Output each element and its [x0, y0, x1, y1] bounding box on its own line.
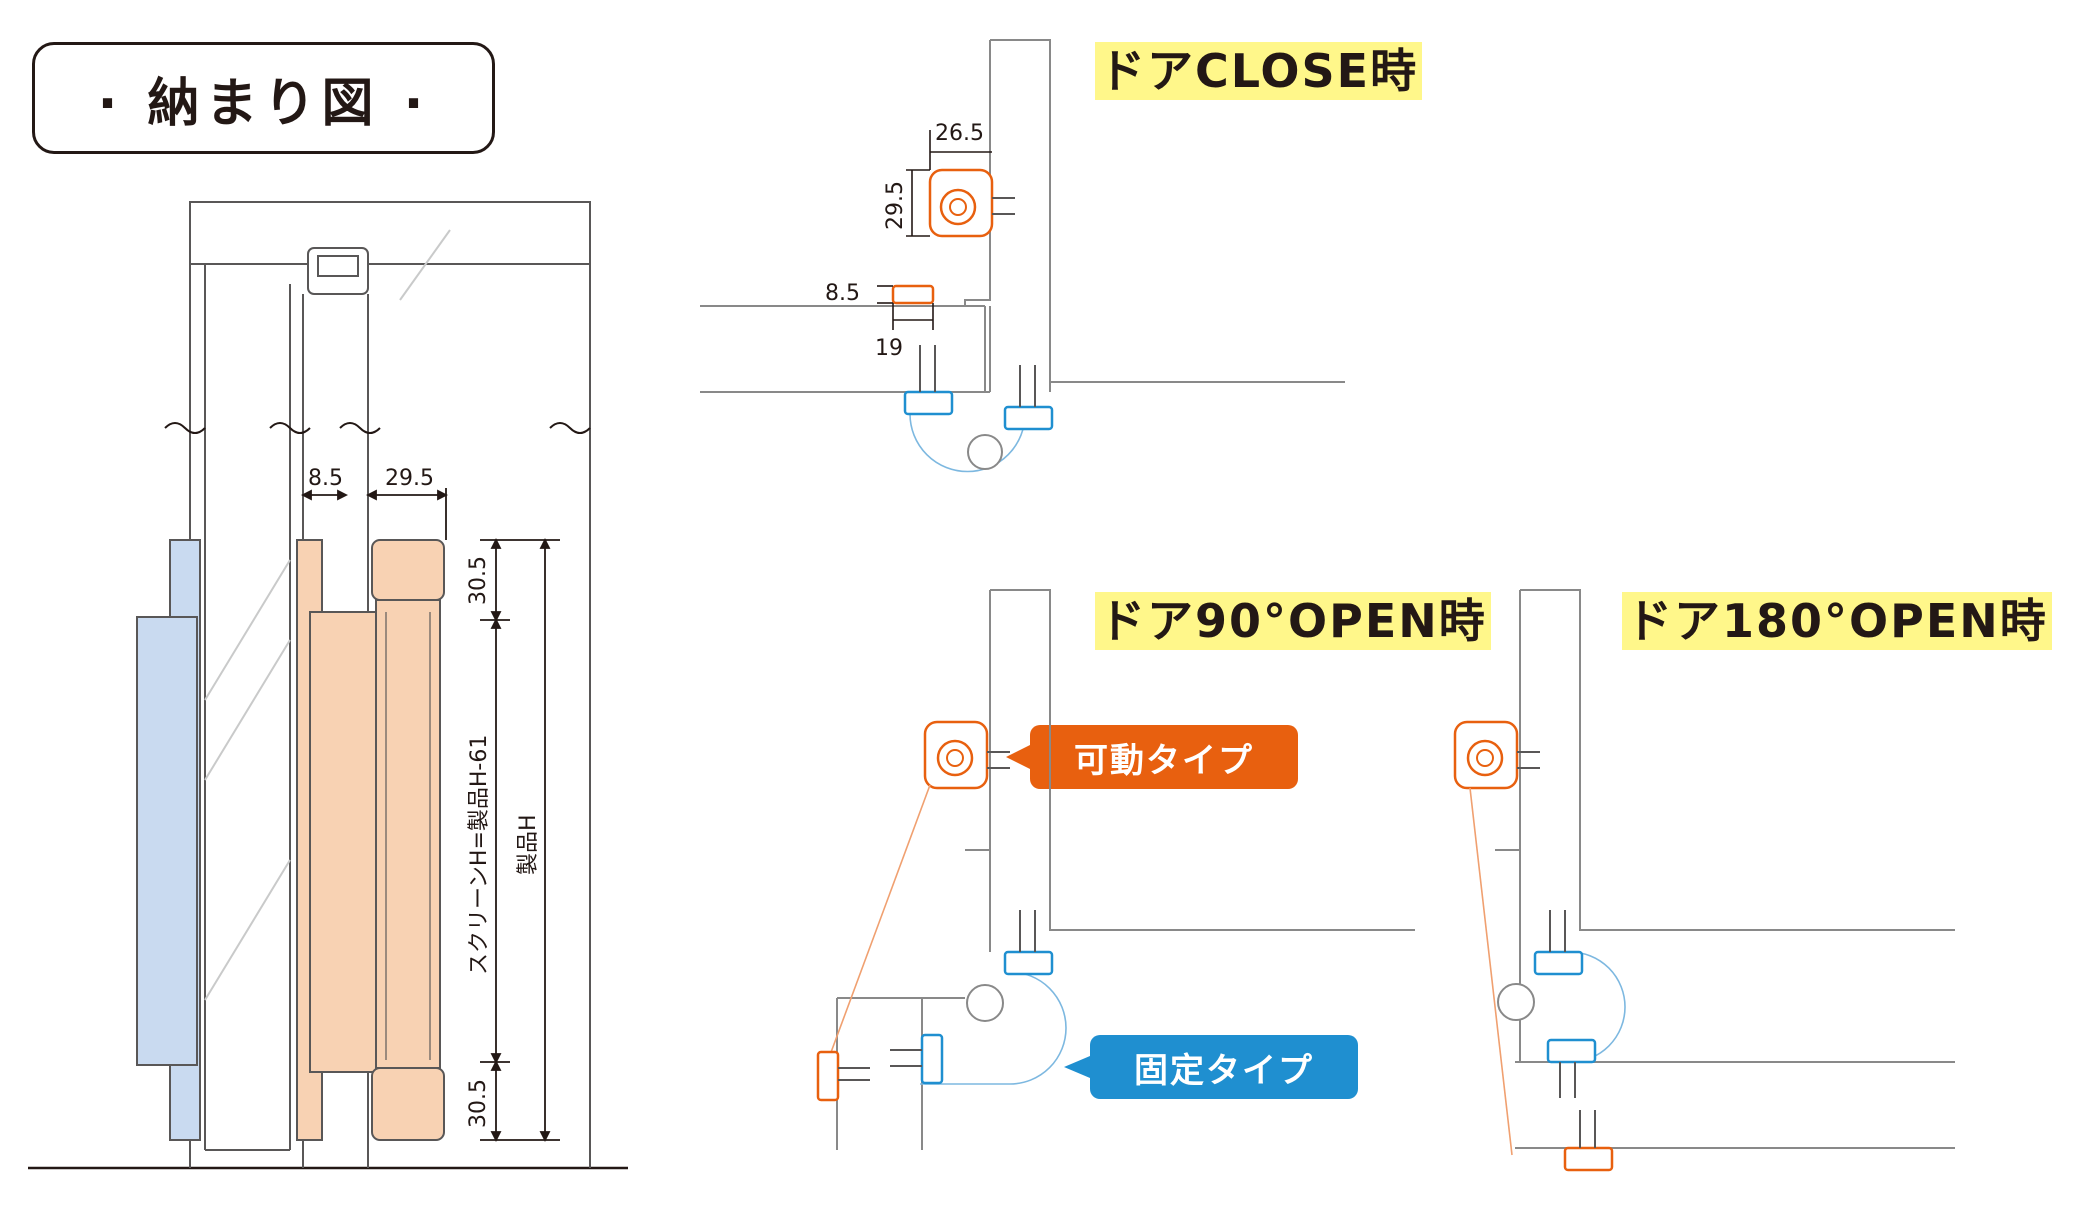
dim-close-width: 19: [875, 336, 903, 361]
fixed-bracket-open180: [1533, 910, 1597, 1098]
close-dimensions: [877, 130, 992, 330]
dim-main-width: 29.5: [385, 466, 434, 491]
page-title: · 納まり図 ·: [97, 73, 430, 134]
callout-movable-pointer: [1006, 745, 1030, 769]
blind-panel: [136, 616, 198, 1066]
dim-screen-height: スクリーンH=製品H-61: [467, 735, 492, 975]
plan-open90: [836, 589, 1415, 1150]
elevation-drawing: [28, 201, 628, 1170]
dim-bottom-margin: 30.5: [466, 1079, 491, 1128]
dim-close-depth: 26.5: [935, 121, 984, 146]
screen-body: [309, 611, 377, 1073]
dim-main-gap: 8.5: [308, 466, 343, 491]
fixed-bracket-close: [903, 345, 1054, 431]
dim-product-height: 製品H: [516, 814, 541, 875]
state-label-open180: ドア180°OPEN時: [1622, 592, 2052, 650]
plan-open180: [1495, 589, 1955, 1149]
movable-bracket-open90: [816, 720, 1010, 1102]
screen-head-box: [371, 539, 445, 601]
title-box: · 納まり図 ·: [32, 42, 495, 154]
dim-top-margin: 30.5: [466, 556, 491, 605]
lintel: [189, 201, 591, 265]
dim-close-height: 29.5: [883, 181, 908, 230]
movable-bracket-close: [891, 168, 1015, 305]
movable-bracket-open180: [1453, 720, 1614, 1172]
elevation-dimensions: [300, 488, 560, 1143]
screen-bottom-box: [371, 1067, 445, 1141]
callout-movable-type: 可動タイプ: [1030, 725, 1298, 789]
state-label-open90: ドア90°OPEN時: [1095, 592, 1491, 650]
plan-close: [700, 39, 1345, 473]
dim-close-small: 8.5: [825, 281, 860, 306]
state-label-close: ドアCLOSE時: [1095, 42, 1423, 100]
fixed-bracket-open90: [890, 910, 1054, 1085]
callout-fixed-pointer: [1064, 1056, 1090, 1078]
callout-fixed-type: 固定タイプ: [1090, 1035, 1358, 1099]
